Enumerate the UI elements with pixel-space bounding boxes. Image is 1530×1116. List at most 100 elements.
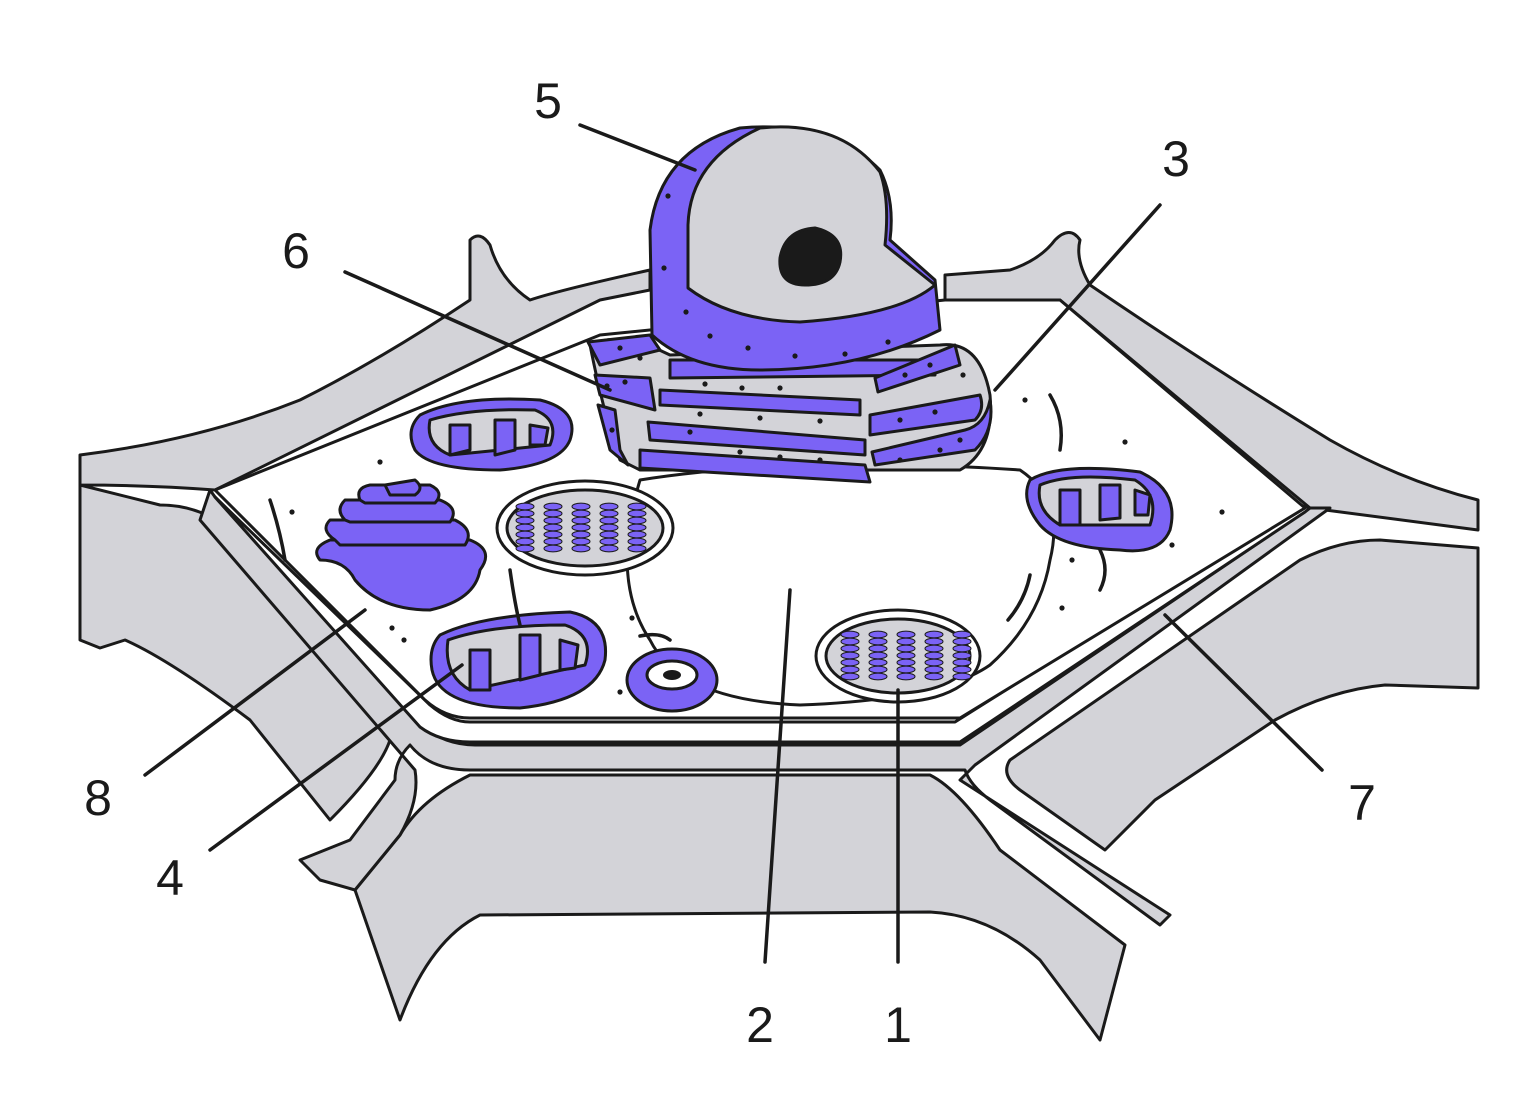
granum-disc	[868, 672, 888, 681]
ribosome-dot	[1022, 397, 1028, 403]
label-8: 8	[84, 770, 112, 826]
granum-disc	[840, 665, 860, 674]
granum-disc	[599, 516, 619, 525]
ribosome-dot	[927, 362, 933, 368]
ribosome-dot	[629, 615, 635, 621]
golgi-apparatus	[315, 478, 488, 612]
granum-disc	[571, 516, 591, 525]
label-7: 7	[1348, 775, 1376, 831]
chloroplast-right	[814, 608, 982, 704]
granum-disc	[515, 509, 535, 518]
granum-disc	[952, 665, 972, 674]
ribosome-dot	[377, 459, 383, 465]
granum-disc	[571, 530, 591, 539]
granum-disc	[868, 630, 888, 639]
grana-left	[515, 502, 647, 553]
ribosome-dot	[739, 385, 745, 391]
granum-disc	[896, 630, 916, 639]
ribosome-dot	[817, 418, 823, 424]
ribosome-dot	[960, 372, 966, 378]
chloroplasts	[495, 479, 982, 704]
ribosome-dot	[665, 193, 671, 199]
granum-disc	[515, 537, 535, 546]
leader-line-6	[343, 270, 612, 392]
granum-disc	[627, 516, 647, 525]
granum-disc	[896, 658, 916, 667]
nucleus	[648, 125, 942, 372]
ribosome-dot	[702, 381, 708, 387]
granum-disc	[924, 630, 944, 639]
cell-wall-front	[198, 488, 1332, 927]
granum-disc	[571, 509, 591, 518]
granum-disc	[599, 509, 619, 518]
ribosome-dot	[777, 454, 783, 460]
granum-disc	[627, 523, 647, 532]
granum-disc	[952, 644, 972, 653]
granum-disc	[571, 502, 591, 511]
ribosome-dot	[902, 372, 908, 378]
ribosome-dot	[687, 429, 693, 435]
cell-wall	[78, 231, 1480, 927]
cell-wall-front-inner	[213, 495, 1312, 744]
label-6: 6	[282, 223, 310, 279]
granum-disc	[896, 672, 916, 681]
granum-disc	[543, 523, 563, 532]
granum-disc	[543, 530, 563, 539]
granum-disc	[840, 637, 860, 646]
granum-disc	[543, 516, 563, 525]
granum-disc	[840, 658, 860, 667]
granum-disc	[840, 651, 860, 660]
mitochondrion-bottom-left	[429, 610, 608, 710]
granum-disc	[599, 502, 619, 511]
granum-disc	[952, 630, 972, 639]
label-2: 2	[746, 997, 774, 1053]
granum-disc	[599, 523, 619, 532]
vesicle	[625, 647, 719, 713]
ribosome-dot	[932, 409, 938, 415]
granum-disc	[952, 658, 972, 667]
mitochondria	[409, 397, 1174, 710]
granum-disc	[627, 509, 647, 518]
cytoplasm-details	[268, 393, 1107, 642]
neighbor-cell-right	[1005, 538, 1480, 852]
granum-disc	[952, 672, 972, 681]
leader-line-7	[1163, 613, 1324, 772]
nucleoplasm	[686, 125, 937, 324]
granum-disc	[571, 537, 591, 546]
ribosome-dot	[885, 339, 891, 345]
granum-disc	[868, 637, 888, 646]
granum-disc	[868, 644, 888, 653]
mitochondrion-right	[1025, 466, 1174, 553]
ribosome-dot	[897, 457, 903, 463]
ribosome-dot	[817, 457, 823, 463]
ribosome-dot	[617, 345, 623, 351]
granum-disc	[896, 637, 916, 646]
granum-disc	[543, 502, 563, 511]
label-3: 3	[1162, 131, 1190, 187]
leader-line-4	[208, 663, 464, 852]
ribosome-dot	[697, 411, 703, 417]
granum-disc	[896, 644, 916, 653]
granum-disc	[543, 537, 563, 546]
ribosome-dot	[661, 265, 667, 271]
mitochondrion-top-left	[409, 397, 574, 472]
granum-disc	[627, 502, 647, 511]
ribosome-dot	[622, 379, 628, 385]
granum-disc	[515, 544, 535, 553]
label-1: 1	[884, 997, 912, 1053]
granum-disc	[840, 630, 860, 639]
ribosome-dot	[777, 385, 783, 391]
granum-disc	[952, 651, 972, 660]
leader-line-5	[578, 123, 697, 172]
ribosome-dot	[683, 309, 689, 315]
chloroplast-left	[495, 479, 675, 577]
ribosome-dot	[401, 637, 407, 643]
ribosome-dot	[1169, 542, 1175, 548]
ribosome-dot	[707, 333, 713, 339]
ribosome-dot	[1219, 509, 1225, 515]
granum-disc	[840, 644, 860, 653]
granum-disc	[599, 530, 619, 539]
ribosome-dots	[289, 193, 1225, 695]
granum-disc	[515, 502, 535, 511]
granum-disc	[627, 544, 647, 553]
